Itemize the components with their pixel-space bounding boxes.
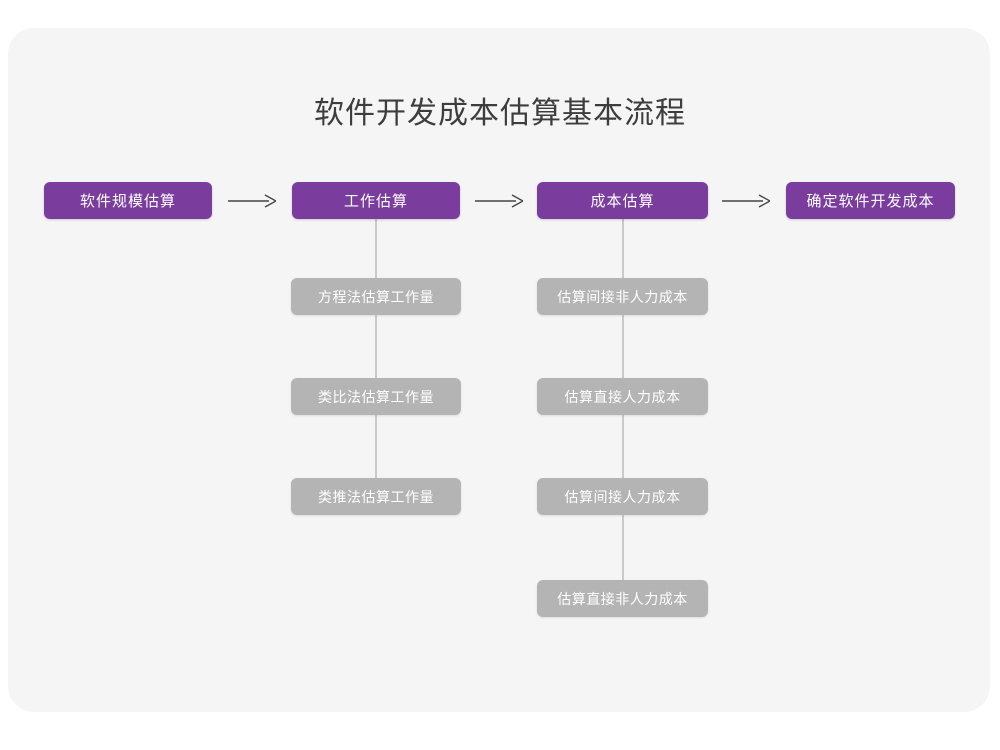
content-card	[8, 28, 990, 712]
process-node-1[interactable]: 软件规模估算	[44, 182, 212, 219]
process-node-3[interactable]: 成本估算	[537, 182, 708, 219]
process-node-4[interactable]: 确定软件开发成本	[786, 182, 955, 219]
node-label: 方程法估算工作量	[318, 288, 434, 305]
connector-line	[375, 219, 377, 478]
sub-node-3-1[interactable]: 估算间接非人力成本	[537, 278, 708, 315]
sub-node-3-4[interactable]: 估算直接非人力成本	[537, 580, 708, 617]
process-node-2[interactable]: 工作估算	[292, 182, 460, 219]
page-title: 软件开发成本估算基本流程	[314, 97, 686, 130]
sub-node-2-1[interactable]: 方程法估算工作量	[291, 278, 461, 315]
node-label: 成本估算	[590, 193, 655, 210]
sub-node-3-2[interactable]: 估算直接人力成本	[537, 378, 708, 415]
sub-node-2-2[interactable]: 类比法估算工作量	[291, 378, 461, 415]
node-label: 确定软件开发成本	[806, 193, 935, 210]
sub-node-3-3[interactable]: 估算间接人力成本	[537, 478, 708, 515]
right-arrow-icon	[475, 193, 523, 209]
node-label: 估算直接人力成本	[564, 388, 681, 405]
node-label: 估算间接人力成本	[564, 488, 681, 505]
node-label: 软件规模估算	[79, 193, 176, 210]
node-label: 估算直接非人力成本	[557, 590, 688, 607]
sub-node-2-3[interactable]: 类推法估算工作量	[291, 478, 461, 515]
node-label: 估算间接非人力成本	[557, 288, 688, 305]
node-label: 类比法估算工作量	[318, 388, 434, 405]
node-label: 类推法估算工作量	[318, 488, 434, 505]
right-arrow-icon	[722, 193, 770, 209]
right-arrow-icon	[228, 193, 276, 209]
node-label: 工作估算	[343, 193, 408, 210]
